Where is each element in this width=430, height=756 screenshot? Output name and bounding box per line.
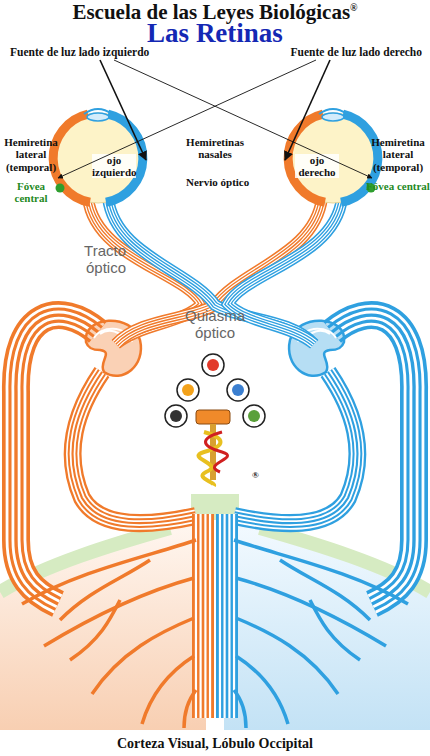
registered-mark: ® xyxy=(350,2,357,13)
cortex-column-stripe xyxy=(195,514,211,718)
optic-radiation-stripe xyxy=(16,315,98,604)
light-ray xyxy=(285,60,330,160)
optic-radiation-stripe xyxy=(332,315,414,604)
optic-radiation-stripe xyxy=(332,315,414,604)
cortex-column-stripe xyxy=(219,514,235,718)
optic-fibre-stripe xyxy=(116,198,322,344)
eye-label: ojo izquierdo xyxy=(92,154,136,178)
cortex-branch xyxy=(60,560,150,620)
optic-fibre-stripe xyxy=(228,198,342,344)
lens xyxy=(322,113,344,121)
optic-fibre-stripe xyxy=(116,198,322,344)
optic-radiation xyxy=(332,315,414,604)
source-label: Fuente de luz lado derecho xyxy=(230,46,422,59)
light-ray xyxy=(100,60,146,160)
retina-label: Hemiretina lateral (temporal) xyxy=(0,136,62,173)
source-label: Fuente de luz lado izquierdo xyxy=(10,46,210,59)
subtitle: Las Retinas xyxy=(0,18,430,48)
cortex-column-stripe xyxy=(226,514,229,718)
cortex-column-stripe xyxy=(223,514,230,718)
cortex-column-stripe xyxy=(221,514,233,718)
retina-arc xyxy=(53,114,90,202)
optic-radiation-stripe xyxy=(234,372,357,523)
cortex-label: Corteza Visual, Lóbulo Occipital xyxy=(0,736,430,752)
logo-dot xyxy=(232,384,244,396)
cortex-branch xyxy=(234,540,408,604)
optic-radiation-stripe xyxy=(16,315,98,604)
light-ray xyxy=(114,60,372,178)
eyeball xyxy=(288,113,378,203)
cortex-branch xyxy=(310,600,360,660)
logo-dot xyxy=(207,359,219,371)
eye-label: ojo derecho xyxy=(295,154,339,178)
optic-fibre-stripe xyxy=(228,198,342,344)
nerve-label: Nervio óptico xyxy=(186,176,276,188)
cortex-branch xyxy=(22,540,196,604)
left-hemisphere xyxy=(0,315,215,730)
fovea-dot xyxy=(56,184,65,193)
tract-label: Tracto óptico xyxy=(66,243,126,277)
light-ray xyxy=(58,60,316,178)
cortex-branch xyxy=(280,560,370,620)
gavel-head xyxy=(196,410,230,424)
optic-fibre-stripe xyxy=(228,198,342,344)
cortex-column xyxy=(192,514,214,718)
cortex-branch xyxy=(70,600,120,660)
cortex-branch xyxy=(236,618,338,694)
snake xyxy=(198,432,220,486)
cortex-column-stripe xyxy=(199,514,206,718)
cortex-branch xyxy=(234,690,246,728)
optic-radiation-stripe xyxy=(234,372,357,523)
logo-circle xyxy=(165,405,187,427)
logo-circle xyxy=(177,379,199,401)
logo-circle xyxy=(243,405,265,427)
logo-dot xyxy=(182,384,194,396)
optic-radiation xyxy=(234,372,357,523)
logo-circle xyxy=(202,354,224,376)
cortex-lobe xyxy=(224,520,430,730)
optic-radiation-stripe xyxy=(234,372,357,523)
optic-fibre-stripe xyxy=(228,198,342,344)
registered-mark: ® xyxy=(252,470,272,480)
cortex-column-stripe xyxy=(202,514,205,718)
optic-fibre xyxy=(228,198,342,344)
chiasm-label: Quiasma óptico xyxy=(176,308,254,342)
optic-fibre-stripe xyxy=(116,198,322,344)
logo-circle xyxy=(227,379,249,401)
fovea-label: Fóvea central xyxy=(366,180,430,192)
fovea-label: Fóvea central xyxy=(0,180,62,205)
logo-dot xyxy=(248,410,260,422)
lens xyxy=(87,113,109,121)
cortex-lobe xyxy=(0,520,206,730)
cortex-branch xyxy=(184,690,196,728)
cortex-column xyxy=(216,514,238,718)
retina-label: Hemiretina lateral (temporal) xyxy=(366,136,430,173)
eye-node: ojo izquierdo xyxy=(48,108,148,208)
school-logo xyxy=(165,354,265,486)
optic-radiation-stripe xyxy=(16,315,98,604)
retina-label: Hemiretinas nasales xyxy=(170,136,260,161)
eyeball xyxy=(53,113,143,203)
optic-fibre-stripe xyxy=(116,198,322,344)
cortex-branch xyxy=(92,618,194,694)
optic-radiation-stripe xyxy=(332,315,414,604)
cortex-column-stripe xyxy=(197,514,209,718)
optic-radiation-stripe xyxy=(332,315,414,604)
eye-node: ojo derecho xyxy=(283,108,383,208)
optic-radiation xyxy=(16,315,98,604)
optic-fibre xyxy=(116,198,322,344)
optic-radiation-stripe xyxy=(234,372,357,523)
right-hemisphere xyxy=(215,315,430,730)
optic-radiation-stripe xyxy=(16,315,98,604)
logo-dot xyxy=(170,410,182,422)
snake xyxy=(206,432,228,472)
